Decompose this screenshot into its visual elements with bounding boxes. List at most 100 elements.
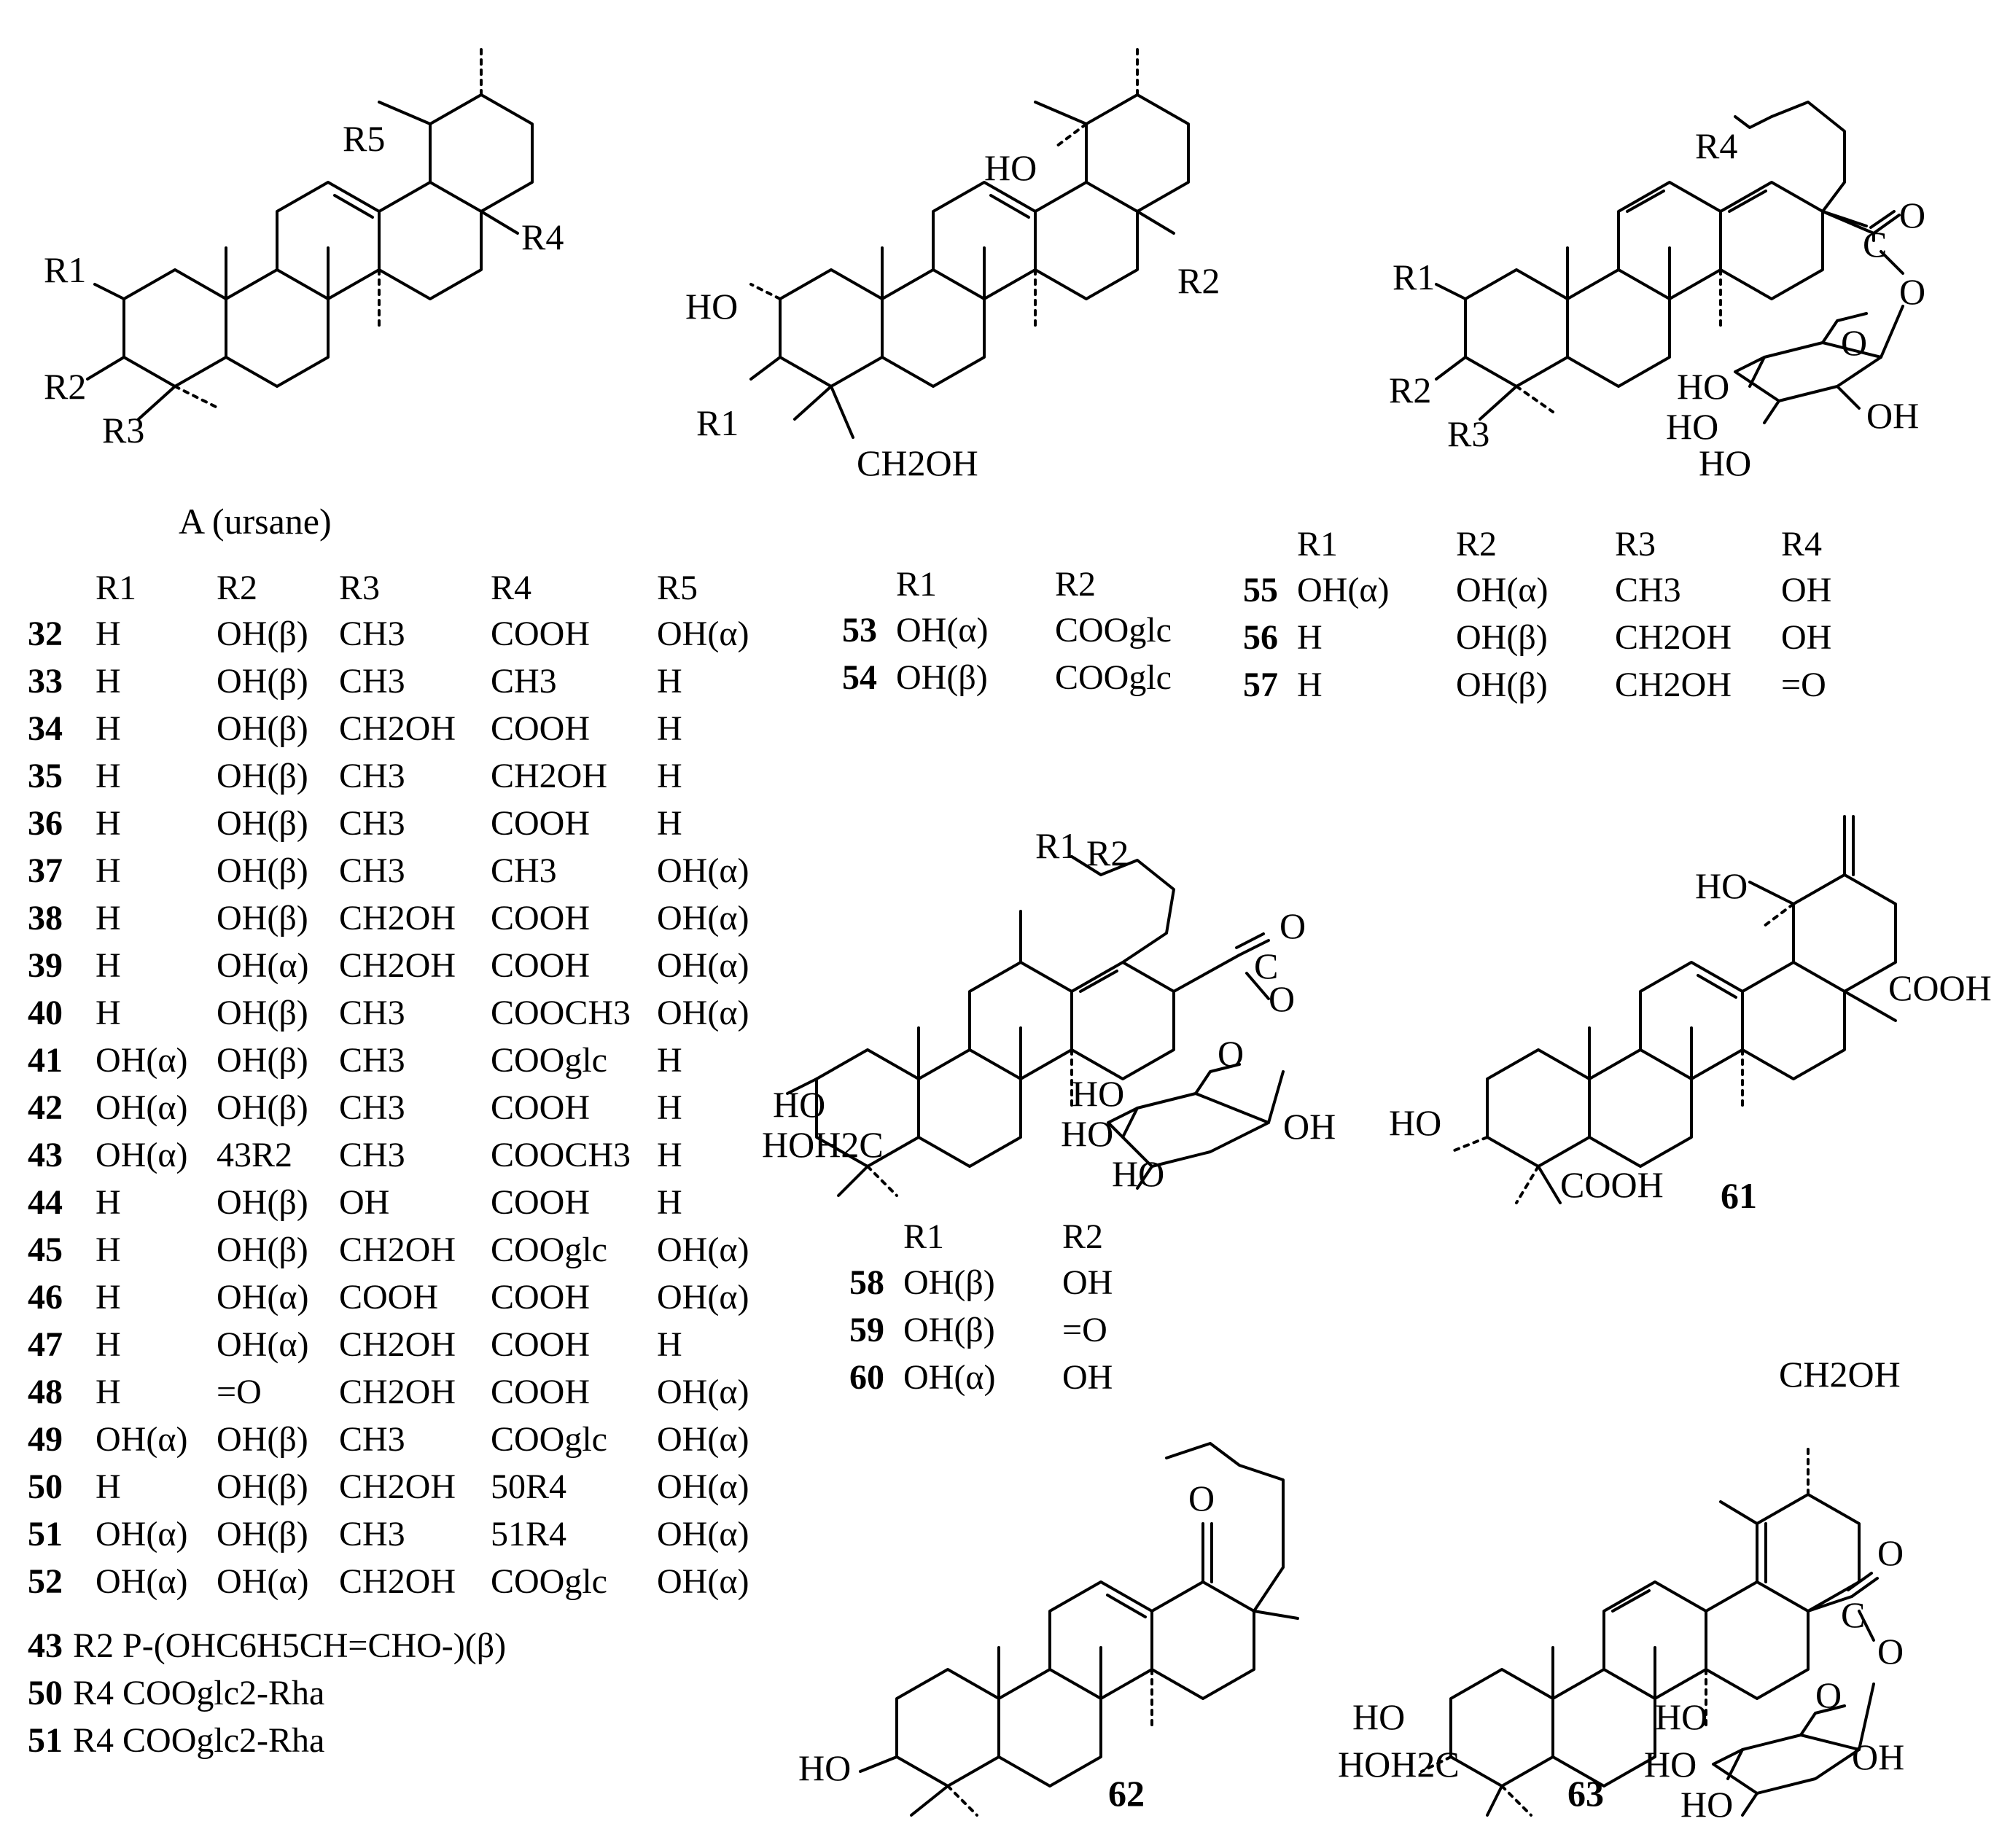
table-cell: CH3 xyxy=(339,1088,405,1127)
table-cell: H xyxy=(657,804,682,843)
table-cell: =O xyxy=(1062,1311,1107,1349)
table-cell: CH2OH xyxy=(339,1231,456,1269)
table-cell: OH(β) xyxy=(217,899,308,937)
table-header-cell: R4 xyxy=(1781,524,1823,564)
table-cell: H xyxy=(1297,666,1323,704)
c-o-ring: O xyxy=(1841,322,1868,363)
table-cell: OH(β) xyxy=(217,1231,308,1269)
b-r2-label: R2 xyxy=(1177,260,1220,301)
table-cell: COOglc xyxy=(491,1420,607,1459)
compound-number: 39 xyxy=(28,946,63,985)
table-cell: CH3 xyxy=(491,662,557,701)
table-cell: H xyxy=(96,757,121,795)
table-cell: OH xyxy=(1062,1263,1113,1302)
table-cell: CH3 xyxy=(339,994,405,1032)
table-cell: OH(α) xyxy=(657,1373,749,1411)
table-cell: OH(β) xyxy=(217,851,308,890)
compound-number: 32 xyxy=(28,615,63,653)
table-cell: COOglc xyxy=(1055,658,1172,697)
table-cell: CH3 xyxy=(339,851,405,890)
compound-number: 49 xyxy=(28,1420,63,1459)
s63-ho1: HO xyxy=(1655,1696,1708,1737)
table-cell: H xyxy=(96,946,121,985)
s61-cooh-bottom: COOH xyxy=(1560,1164,1664,1205)
table-cell: OH(α) xyxy=(96,1562,188,1601)
table-cell: OH(β) xyxy=(217,1183,308,1222)
table-cell: OH(α) xyxy=(96,1136,188,1174)
compound-number: 55 xyxy=(1243,571,1278,609)
table-cell: CH3 xyxy=(1615,571,1681,609)
c-o-top: O xyxy=(1899,195,1926,235)
table-cell: H xyxy=(96,804,121,843)
table-header-row: R1 R2 xyxy=(842,561,1185,607)
table-cell: OH(β) xyxy=(217,1088,308,1127)
table-header-cell xyxy=(842,561,896,607)
table-cell: H xyxy=(96,851,121,890)
compound-number: 34 xyxy=(28,709,63,748)
note-number: 51 xyxy=(28,1721,63,1760)
d-r2-label: R2 xyxy=(1086,833,1129,873)
table-cell: CH3 xyxy=(339,1136,405,1174)
table-cell: COOH xyxy=(339,1278,439,1317)
table-cell: CH2OH xyxy=(339,1467,456,1506)
table-cell: OH(β) xyxy=(903,1311,995,1349)
table-cell: OH(α) xyxy=(657,1231,749,1269)
table-header-cell: R4 xyxy=(491,568,532,607)
table-cell: H xyxy=(657,757,682,795)
s63-oh: OH xyxy=(1852,1736,1905,1777)
table-cell: OH(α) xyxy=(657,946,749,985)
table-header-cell: R1 xyxy=(896,564,938,604)
table-cell: H xyxy=(96,899,121,937)
table-cell: H xyxy=(96,615,121,653)
table-cell: OH xyxy=(1062,1358,1113,1397)
a-r5-label: R5 xyxy=(343,118,386,159)
c-r3-label: R3 xyxy=(1447,413,1490,454)
table-header-cell: R2 xyxy=(217,568,258,607)
table-cell: 43R2 xyxy=(217,1136,293,1174)
d-ho3: HO xyxy=(1112,1153,1165,1194)
table-header-cell: R1 xyxy=(1297,524,1339,564)
table-cell: OH(α) xyxy=(96,1041,188,1080)
a-r2-label: R2 xyxy=(44,366,87,407)
compound-number: 36 xyxy=(28,804,63,843)
table-cell: COOCH3 xyxy=(491,994,631,1032)
table-cell: COOglc xyxy=(491,1562,607,1601)
s63-number: 63 xyxy=(1567,1773,1604,1814)
compound-number: 46 xyxy=(28,1278,63,1317)
s62-number: 62 xyxy=(1108,1773,1145,1814)
table-cell: OH(α) xyxy=(1456,571,1549,609)
note-text: R4 COOglc2-Rha xyxy=(73,1721,325,1760)
compound-number: 33 xyxy=(28,662,63,701)
table-cell: CH3 xyxy=(339,804,405,843)
compound-number: 60 xyxy=(849,1358,884,1397)
table-cell: CH2OH xyxy=(339,946,456,985)
table-cell: COOH xyxy=(491,1278,591,1317)
table-cell: OH(α) xyxy=(657,1467,749,1506)
compound-number: 47 xyxy=(28,1325,63,1364)
structure-a-bonds xyxy=(86,42,534,421)
table-cell: H xyxy=(96,1278,121,1317)
table-cell: H xyxy=(96,1183,121,1222)
structure-63-bonds xyxy=(1420,1442,1879,1817)
table-header-row: R1 R2 xyxy=(849,1214,1126,1259)
table-cell: CH3 xyxy=(339,757,405,795)
table-cell: OH(α) xyxy=(657,1515,749,1553)
table-cell: H xyxy=(96,1325,121,1364)
s63-c-label: C xyxy=(1841,1594,1866,1635)
table-header-cell xyxy=(849,1214,903,1259)
table-cell: H xyxy=(657,1041,682,1080)
d-o-top: O xyxy=(1280,905,1306,946)
s62-ho-label: HO xyxy=(798,1747,852,1788)
table-cell: COOH xyxy=(491,1088,591,1127)
